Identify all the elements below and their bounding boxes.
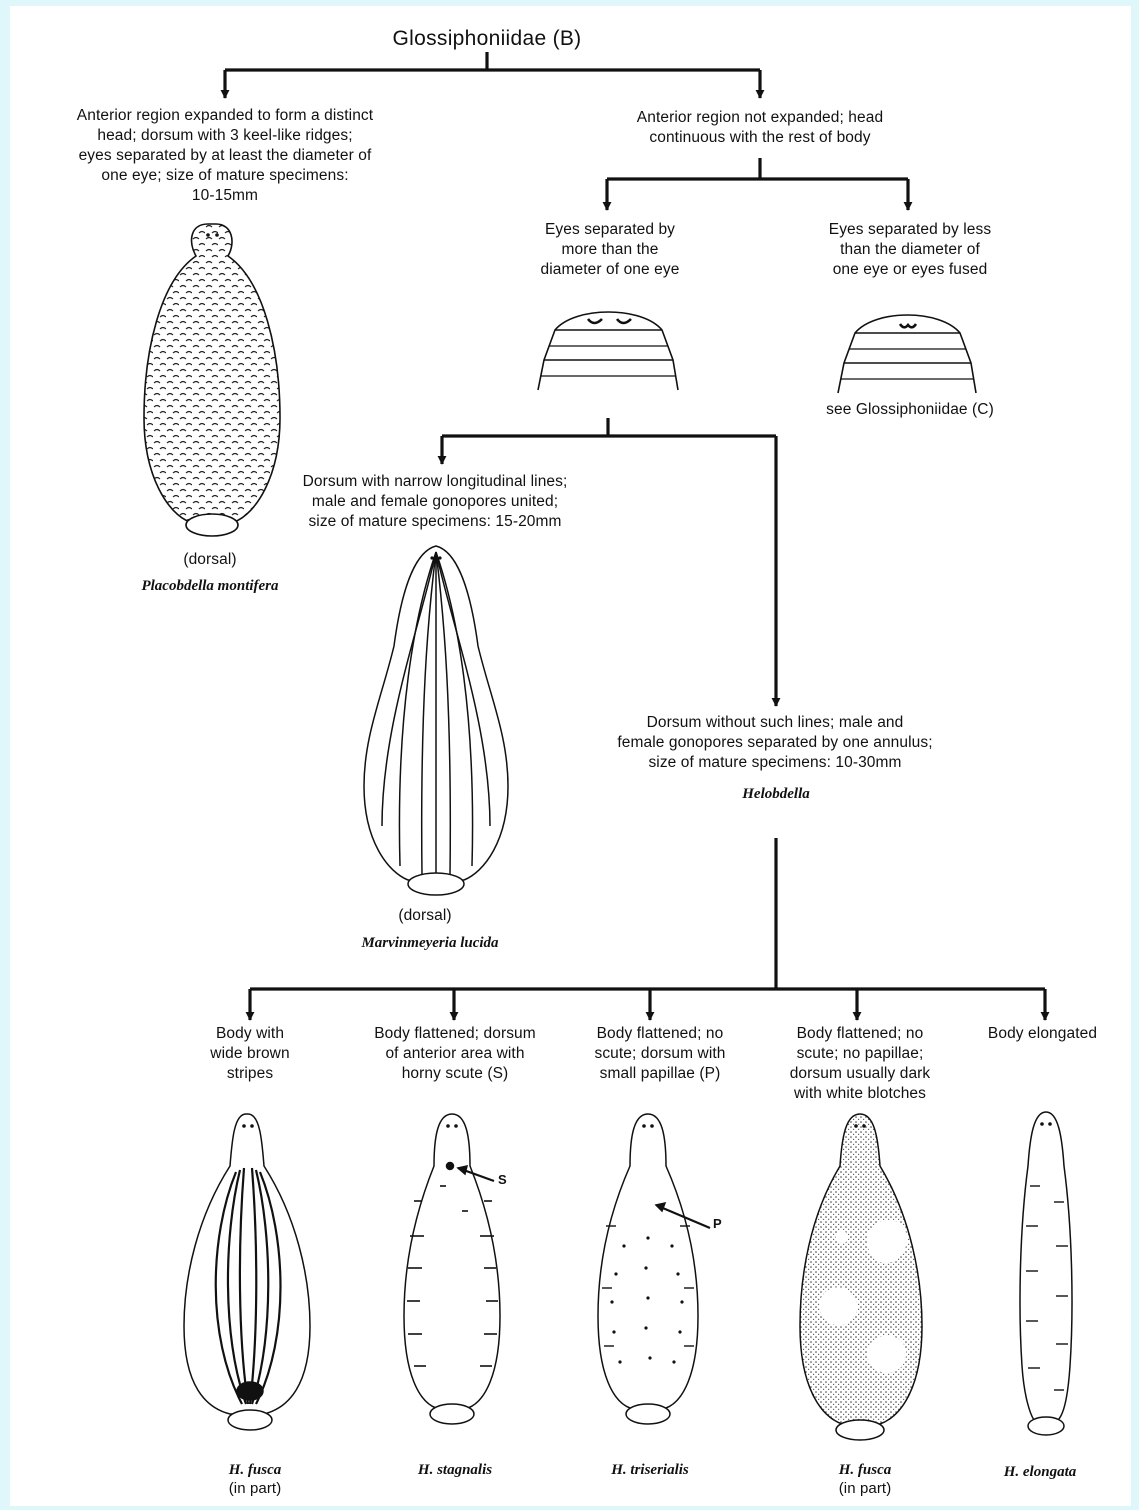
scute-dot xyxy=(447,1163,454,1170)
triserialis-body xyxy=(598,1114,698,1408)
placobdella-body xyxy=(144,224,280,522)
fused-eyes-icon xyxy=(900,324,916,327)
fusca-blotched-illustration xyxy=(800,1114,922,1440)
eye-right-icon xyxy=(617,319,631,323)
triserialis-illustration xyxy=(598,1114,710,1424)
placobdella-sucker xyxy=(186,514,238,536)
fusca-blotched-body xyxy=(800,1114,922,1424)
illustrations: S P xyxy=(10,6,1131,1506)
papilla-marker: P xyxy=(713,1216,722,1231)
stagnalis-illustration xyxy=(404,1114,500,1424)
marvinmeyeria-sucker xyxy=(408,873,464,895)
elongata-body xyxy=(1020,1112,1072,1420)
scute-marker: S xyxy=(498,1172,507,1187)
head-eyes-far-illustration xyxy=(538,312,678,390)
fusca-blotched-sucker xyxy=(836,1420,884,1440)
triserialis-sucker xyxy=(626,1404,670,1424)
fusca-striped-body xyxy=(184,1114,310,1414)
elongata-sucker xyxy=(1028,1417,1064,1435)
stagnalis-sucker xyxy=(430,1404,474,1424)
marvinmeyeria-illustration xyxy=(364,546,508,895)
stagnalis-body xyxy=(404,1114,500,1408)
elongata-illustration xyxy=(1020,1112,1072,1435)
head-eyes-close-illustration xyxy=(838,315,976,393)
fusca-striped-sucker xyxy=(228,1410,272,1430)
key-sheet: Glossiphoniidae (B) Anterior region expa… xyxy=(10,6,1131,1506)
placobdella-illustration xyxy=(144,224,280,536)
fusca-striped-illustration xyxy=(184,1114,310,1430)
eye-left-icon xyxy=(588,319,602,323)
